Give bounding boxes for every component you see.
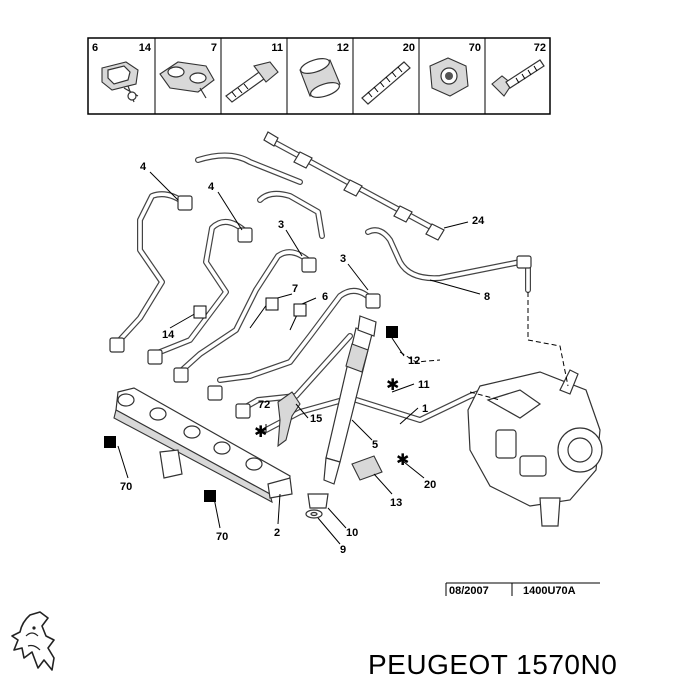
callout: 14 bbox=[162, 329, 175, 341]
callout: 15 bbox=[310, 413, 322, 425]
callout: 3 bbox=[278, 219, 284, 231]
parts-cell-label: 6 bbox=[92, 42, 98, 54]
threaded-screw-icon bbox=[361, 61, 411, 105]
peugeot-lion-logo-icon bbox=[11, 611, 55, 671]
stud-bolt-icon bbox=[225, 61, 279, 103]
filled-marker bbox=[104, 436, 116, 448]
outline-marker bbox=[293, 303, 307, 317]
parts-cell-label: 7 bbox=[211, 42, 217, 54]
star-marker: ✱ bbox=[254, 422, 267, 441]
callout: 5 bbox=[372, 439, 378, 451]
footer-brand-text: PEUGEOT 1570N0 bbox=[368, 649, 617, 680]
seal-washer bbox=[305, 509, 323, 519]
star-marker: ✱ bbox=[386, 375, 399, 394]
outline-marker bbox=[193, 305, 207, 319]
bracket-15 bbox=[277, 391, 301, 448]
callout: 70 bbox=[120, 481, 132, 493]
callout: 2 bbox=[274, 527, 280, 539]
sleeve-13 bbox=[351, 455, 383, 481]
return-line-rail bbox=[263, 131, 445, 241]
injector-sleeve bbox=[307, 493, 329, 509]
high-pressure-pump bbox=[467, 369, 603, 527]
clip-bracket-icon bbox=[101, 61, 139, 103]
stamp-ref: 1400U70A bbox=[523, 585, 576, 597]
callout: 72 bbox=[258, 399, 270, 411]
parts-cell-label: 11 bbox=[271, 42, 283, 54]
callout-numbers: 4 4 3 3 24 8 7 6 14 12 11 1 72 15 5 70 7… bbox=[120, 161, 490, 556]
placeholder-markers: ✱ ✱ ✱ bbox=[104, 297, 409, 502]
callout: 8 bbox=[484, 291, 490, 303]
injector-pipes bbox=[109, 191, 381, 419]
fuel-rail bbox=[113, 387, 293, 504]
callout: 7 bbox=[292, 283, 298, 295]
parts-cell-bolt: 72 bbox=[491, 42, 546, 97]
callout: 9 bbox=[340, 544, 346, 556]
parts-cell-label-2: 14 bbox=[139, 42, 152, 54]
leader-lines bbox=[117, 171, 569, 545]
callout: 20 bbox=[424, 479, 436, 491]
sleeve-nut-icon bbox=[299, 58, 341, 98]
hex-nut-icon bbox=[429, 57, 469, 97]
outline-marker bbox=[265, 297, 279, 311]
return-pipe bbox=[195, 152, 532, 293]
filled-marker bbox=[386, 326, 398, 338]
callout: 4 bbox=[208, 181, 215, 193]
star-marker: ✱ bbox=[396, 450, 409, 469]
parts-cell-clamp: 7 bbox=[159, 42, 217, 99]
callout: 13 bbox=[390, 497, 402, 509]
injector bbox=[323, 315, 377, 485]
callout: 70 bbox=[216, 531, 228, 543]
parts-cell-clip: 6 14 bbox=[92, 42, 152, 103]
callout: 1 bbox=[422, 403, 428, 415]
parts-strip: 6 14 7 11 bbox=[87, 37, 551, 115]
parts-cell-sleeve: 12 bbox=[299, 42, 349, 98]
parts-cell-label: 72 bbox=[534, 42, 546, 54]
filled-marker bbox=[204, 490, 216, 502]
parts-cell-label: 70 bbox=[469, 42, 481, 54]
parts-cell-label: 12 bbox=[337, 42, 349, 54]
pipe-clamp-icon bbox=[159, 61, 215, 99]
parts-cell-stud: 11 bbox=[225, 42, 283, 103]
callout: 12 bbox=[408, 355, 420, 367]
callout: 3 bbox=[340, 253, 346, 265]
callout: 6 bbox=[322, 291, 328, 303]
parts-cell-label: 20 bbox=[403, 42, 415, 54]
flange-bolt-icon bbox=[491, 59, 545, 97]
high-pressure-pipe bbox=[263, 389, 485, 433]
parts-cell-nut: 70 bbox=[429, 42, 481, 97]
stamp-date: 08/2007 bbox=[449, 585, 489, 597]
parts-cell-screw: 20 bbox=[361, 42, 415, 105]
callout: 10 bbox=[346, 527, 358, 539]
callout: 4 bbox=[140, 161, 147, 173]
callout: 24 bbox=[472, 215, 485, 227]
callout: 11 bbox=[418, 379, 430, 391]
reference-stamp: 08/2007 1400U70A bbox=[445, 582, 600, 597]
